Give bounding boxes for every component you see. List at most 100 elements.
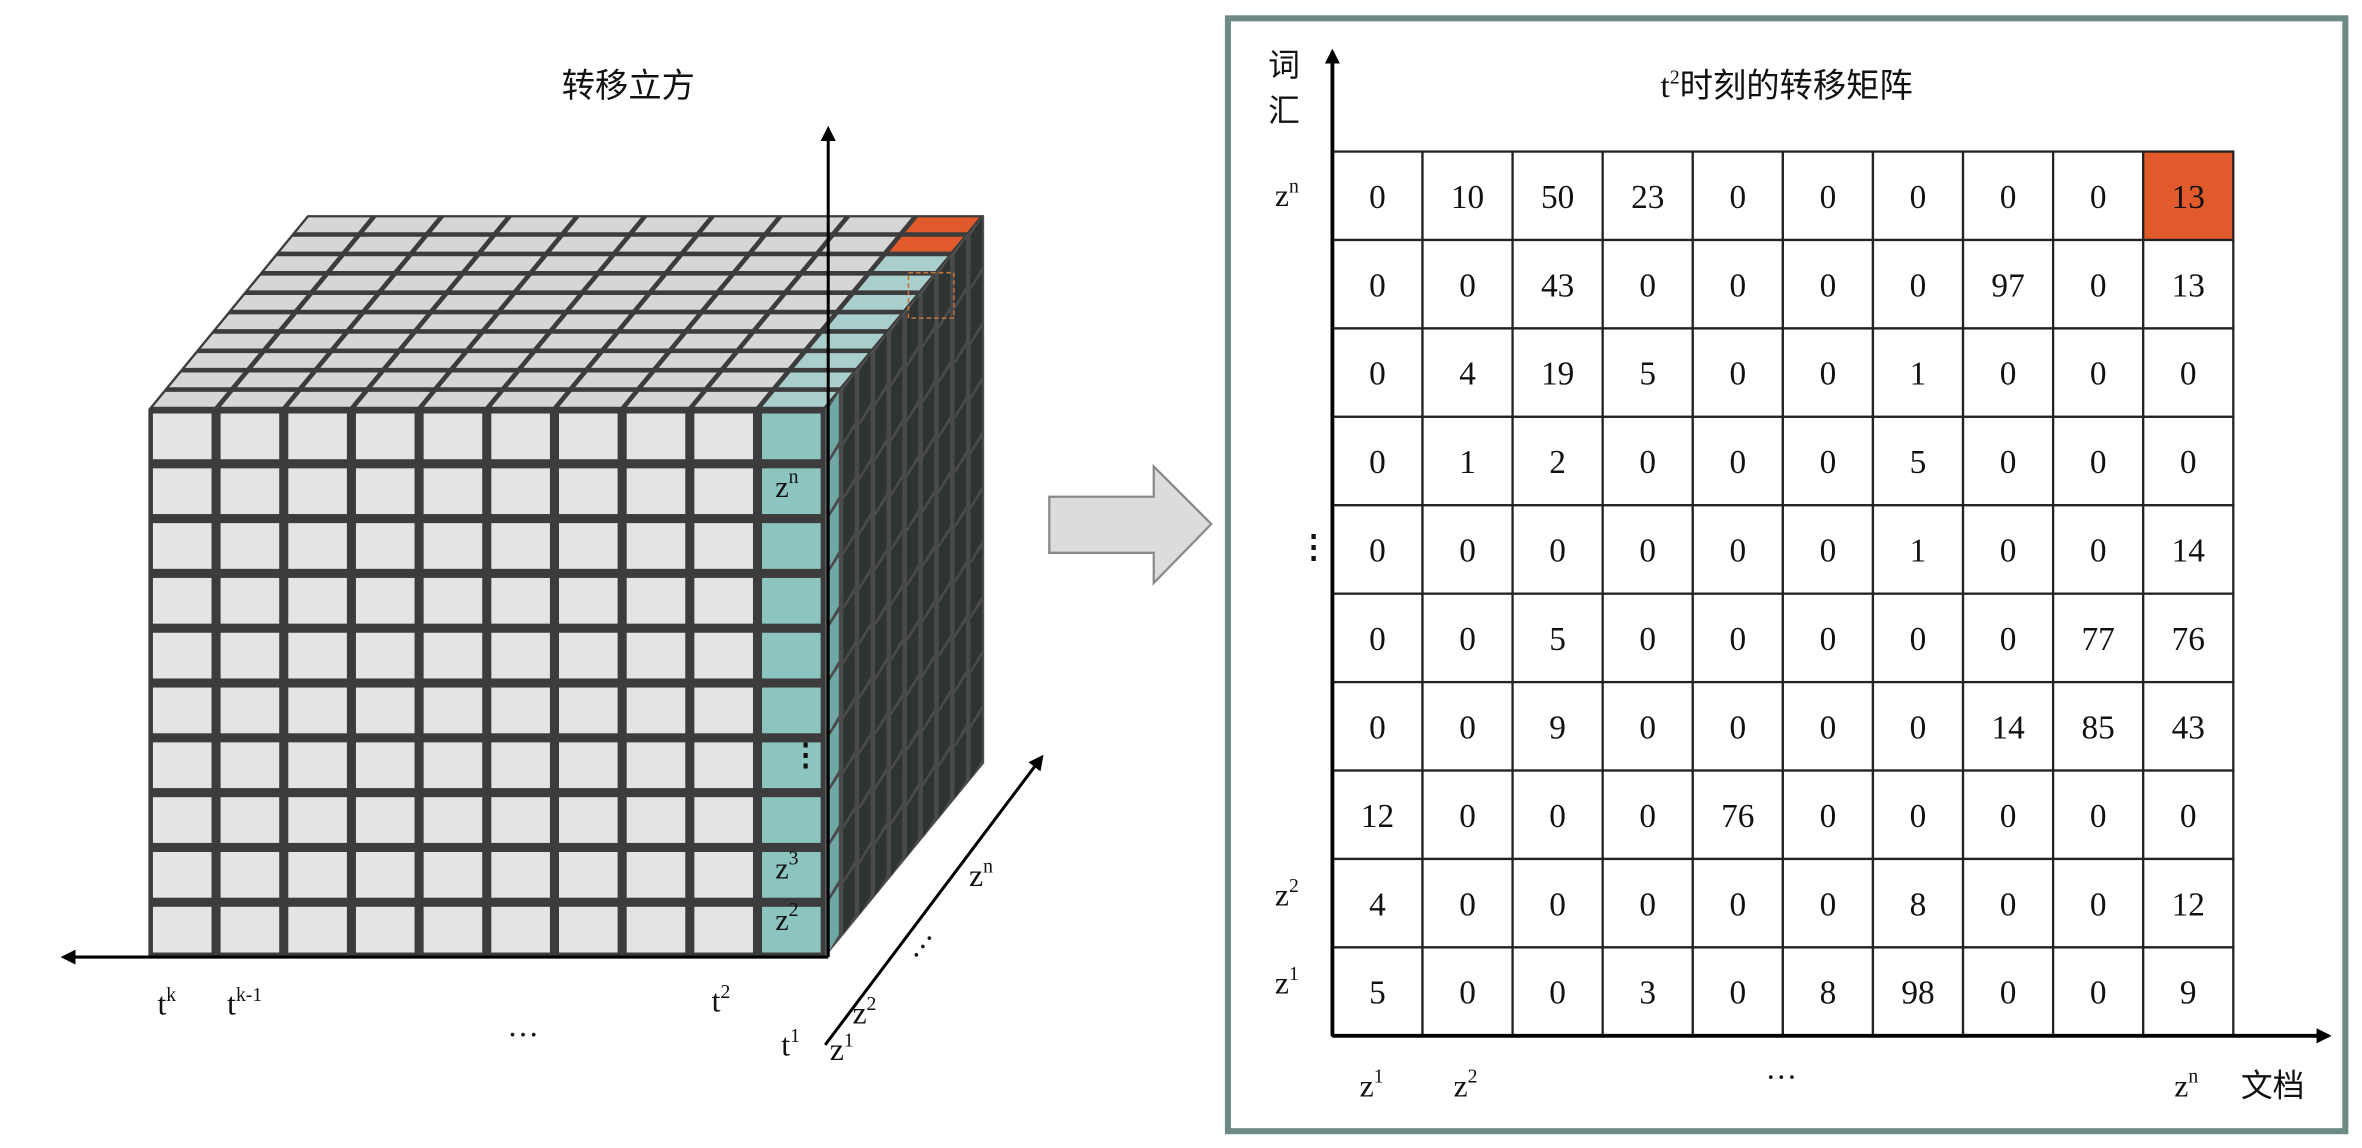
- cube-side-cell: [906, 679, 919, 748]
- cube-top-cell: [742, 333, 817, 349]
- cube-top-cell: [363, 217, 438, 233]
- cube-title: 转移立方: [562, 66, 695, 105]
- col-label-dots: ···: [1765, 1059, 1797, 1094]
- cube-front-cell: [559, 742, 618, 789]
- cube-top-cell: [383, 275, 458, 291]
- cube-front-cell: [626, 632, 686, 679]
- matrix-cell: [1691, 680, 1784, 772]
- matrix-cell-value: 9: [1549, 709, 1566, 746]
- matrix-cell-value: 0: [1729, 533, 1746, 570]
- cube-top-cell: [415, 236, 490, 252]
- cube-side-cell: [970, 711, 982, 780]
- matrix-cell-value: 97: [1991, 267, 2024, 304]
- cube-side-cell: [954, 566, 966, 635]
- matrix-cell: [1511, 680, 1604, 772]
- cube-top-cell: [857, 275, 932, 291]
- cube-front-cell: [491, 632, 550, 679]
- cube-side-cell: [843, 647, 855, 716]
- cube-front-cell: [694, 906, 753, 953]
- cube-front-cell: [694, 797, 753, 843]
- cube-front-cell: [559, 413, 618, 460]
- matrix-cell-value: 0: [1549, 975, 1566, 1012]
- cube-front-cell: [220, 906, 280, 953]
- cube-top-cell: [567, 217, 641, 233]
- matrix-cell-value: 0: [2090, 798, 2107, 835]
- cube-side-cell: [954, 511, 966, 580]
- cube-front-cell: [355, 797, 415, 843]
- matrix-cell-value: 43: [2172, 709, 2205, 746]
- cube-front-cell: [220, 632, 280, 679]
- cube-top-cell: [642, 372, 717, 388]
- matrix-cell-value: 0: [1549, 886, 1566, 923]
- cube-front-cell: [220, 577, 280, 624]
- cube-side-cell: [827, 776, 839, 845]
- cube-side-cell: [906, 405, 919, 474]
- matrix-cell-value: 0: [2090, 886, 2107, 923]
- matrix-cell: [1781, 946, 1875, 1037]
- cube-front-cell: [626, 851, 686, 898]
- cube-front-cell: [152, 742, 212, 789]
- matrix-cell-value: 0: [1549, 533, 1566, 570]
- cube-front-cell: [491, 797, 550, 843]
- matrix-cell-value: 85: [2082, 709, 2115, 746]
- cube-front-cell: [288, 577, 347, 624]
- matrix-cell-value: 0: [2180, 444, 2197, 481]
- cube-top-cell: [471, 333, 546, 349]
- cube-top-cell: [491, 391, 566, 407]
- matrix-cell-value: 0: [2090, 533, 2107, 570]
- matrix-cell-value: 3: [1639, 975, 1656, 1012]
- cube-side-cell: [938, 421, 951, 490]
- y-axis-label-2: 汇: [1268, 92, 1300, 129]
- row-label-zn: zn: [1275, 175, 1299, 213]
- matrix-cell-value: 0: [1820, 179, 1837, 216]
- matrix-cell: [1331, 415, 1424, 507]
- cube-side-cell: [954, 730, 966, 799]
- matrix-cell-value: 0: [1369, 709, 1386, 746]
- cube-top-cell: [451, 275, 526, 291]
- matrix-cell-value: 0: [1549, 798, 1566, 835]
- matrix-cell-value: 50: [1541, 179, 1574, 216]
- cube-front-cell: [626, 797, 686, 843]
- cube-front-cell: [220, 687, 280, 734]
- cube-top-cell: [356, 391, 431, 407]
- matrix-cell-value: 0: [1820, 444, 1837, 481]
- matrix-cell-value: 0: [2000, 798, 2017, 835]
- matrix-cell-value: 0: [1820, 709, 1837, 746]
- matrix-cell: [1961, 327, 2055, 418]
- matrix-cell-value: 14: [1991, 709, 2025, 746]
- cube-top-cell: [575, 372, 650, 388]
- matrix-cell-value: 0: [2000, 886, 2017, 923]
- cube-side-cell: [906, 624, 919, 693]
- cube-side-cell: [891, 534, 903, 603]
- matrix-cell: [1331, 592, 1424, 684]
- cube-top-cell: [607, 333, 681, 349]
- cube-front-cell: [423, 742, 483, 789]
- cube-top-cell: [555, 314, 630, 330]
- cube-top-cell: [738, 256, 813, 272]
- highlighted-cube-cell: [905, 217, 980, 233]
- matrix-cell-value: 0: [1369, 179, 1386, 216]
- cube-front-cell: [694, 742, 753, 789]
- cube-side-cell: [859, 847, 871, 916]
- cube-side-cell: [954, 456, 966, 525]
- cube-side-cell: [843, 592, 855, 661]
- cube-top-cell: [519, 275, 594, 291]
- matrix-cell-value: 0: [1820, 798, 1837, 835]
- cube-side-cell: [922, 660, 935, 729]
- matrix-cell-value: 0: [1910, 179, 1927, 216]
- cube-top-cell: [618, 236, 693, 252]
- cube-top-cell: [825, 314, 900, 330]
- cube-side-cell: [875, 553, 887, 622]
- matrix-cell-value: 12: [2172, 886, 2205, 923]
- cube-front-cell: [423, 632, 483, 679]
- matrix-cell-value: 0: [1729, 356, 1746, 393]
- cube-side-cell: [970, 218, 982, 287]
- cube-front-cell: [423, 906, 483, 953]
- matrix-cell-value: 0: [1729, 179, 1746, 216]
- matrix-cell: [2142, 769, 2235, 861]
- cube-top-cell: [794, 353, 869, 368]
- label-col-z3: z3: [775, 848, 798, 886]
- cube-side-cell: [970, 547, 982, 616]
- label-col-z2: z2: [775, 899, 798, 937]
- cube-depth-axis: [823, 754, 1044, 1046]
